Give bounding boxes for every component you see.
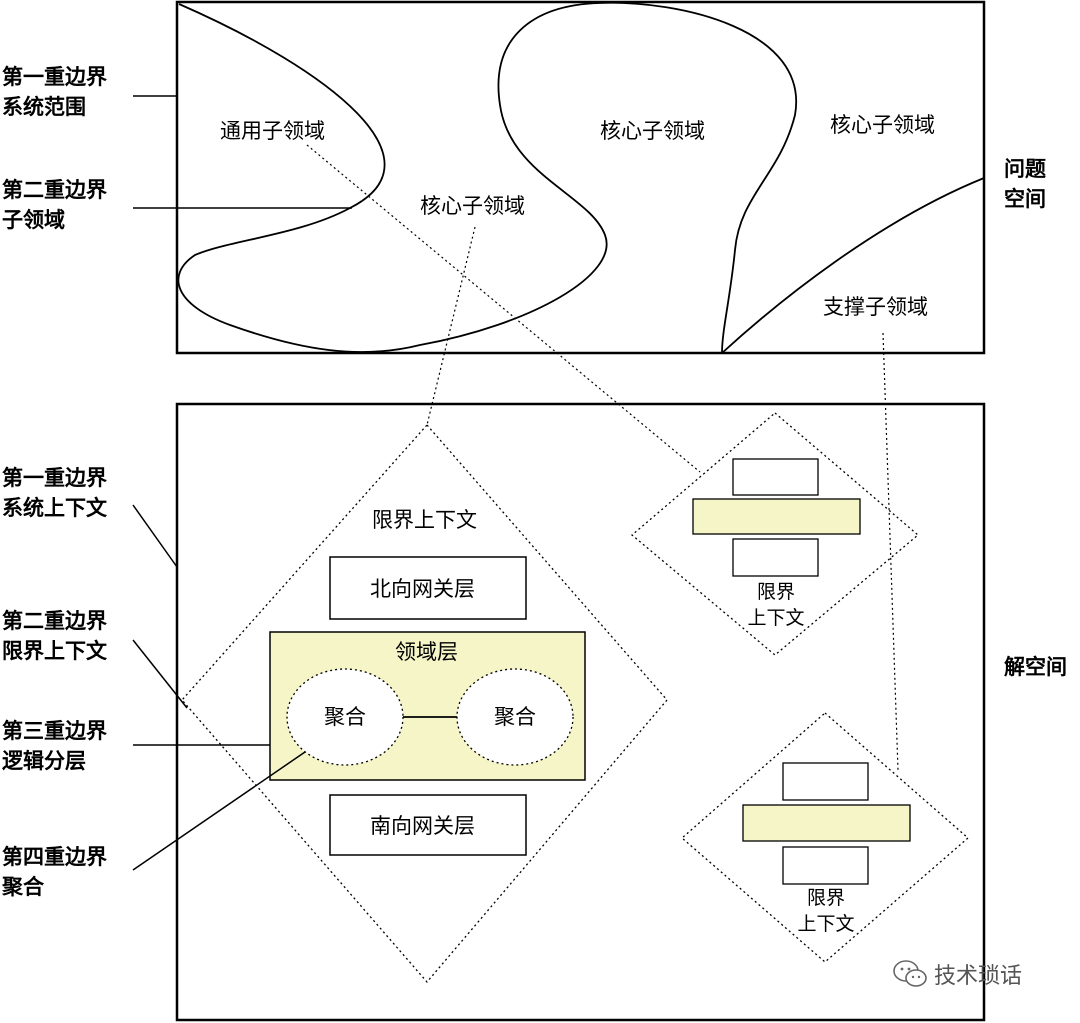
problem-space-frame xyxy=(175,0,986,355)
core-subdomain-label-right: 核心子领域 xyxy=(830,113,935,137)
mapping-supporting-to-context xyxy=(882,332,899,771)
label-boundary1-scope: 第一重边界 系统范围 xyxy=(2,65,107,119)
subdomain-curve-left xyxy=(177,1,798,354)
small-context-top-box1 xyxy=(732,458,819,496)
aggregate-left-label: 聚合 xyxy=(324,705,366,729)
aggregate-right-label: 聚合 xyxy=(494,705,536,729)
wechat-icon xyxy=(893,960,927,987)
pointer-boundary2-bounded xyxy=(132,639,188,709)
label-boundary3-layer: 第三重边界 逻辑分层 xyxy=(2,719,107,773)
northbound-layer-box xyxy=(329,556,527,620)
small-context-top-box3 xyxy=(732,538,819,577)
subdomain-curve-right xyxy=(721,177,985,354)
label-boundary2-bounded: 第二重边界 限界上下文 xyxy=(2,609,107,663)
small-context-bottom-box3 xyxy=(782,846,869,885)
mapping-core-to-context xyxy=(426,226,476,426)
small-context-top-box2 xyxy=(692,498,861,535)
generic-subdomain-label: 通用子领域 xyxy=(220,119,325,143)
label-boundary1-context: 第一重边界 系统上下文 xyxy=(2,466,107,520)
pointer-boundary4-aggregate xyxy=(132,751,306,871)
small-context-top-label: 限界 上下文 xyxy=(747,581,805,629)
watermark: 技术琐话 xyxy=(892,958,1022,990)
bounded-context-label: 限界上下文 xyxy=(372,508,477,532)
bounded-context-diamond xyxy=(181,424,668,983)
label-boundary4-aggregate: 第四重边界 聚合 xyxy=(2,845,107,899)
supporting-subdomain-label: 支撑子领域 xyxy=(823,295,928,319)
southbound-layer-box xyxy=(329,794,527,856)
small-context-bottom-box1 xyxy=(782,762,869,801)
problem-space-title: 问题 空间 xyxy=(1004,157,1046,211)
solution-space-title: 解空间 xyxy=(1004,655,1067,679)
small-context-bottom-label: 限界 上下文 xyxy=(797,887,855,935)
watermark-text: 技术琐话 xyxy=(934,964,1023,989)
solution-space-frame xyxy=(175,402,986,1022)
mapping-generic-to-context xyxy=(306,144,701,473)
domain-layer-label: 领域层 xyxy=(395,640,458,664)
label-boundary2-subdomain: 第二重边界 子领域 xyxy=(2,178,107,232)
pointer-boundary1-context xyxy=(132,504,178,568)
northbound-layer-label: 北向网关层 xyxy=(370,577,475,601)
small-context-bottom-diamond xyxy=(681,712,969,963)
core-subdomain-label-center: 核心子领域 xyxy=(600,119,705,143)
core-subdomain-label-left: 核心子领域 xyxy=(420,194,525,218)
small-context-top-diamond xyxy=(630,412,920,656)
southbound-layer-label: 南向网关层 xyxy=(370,814,475,838)
small-context-bottom-box2 xyxy=(742,804,911,842)
